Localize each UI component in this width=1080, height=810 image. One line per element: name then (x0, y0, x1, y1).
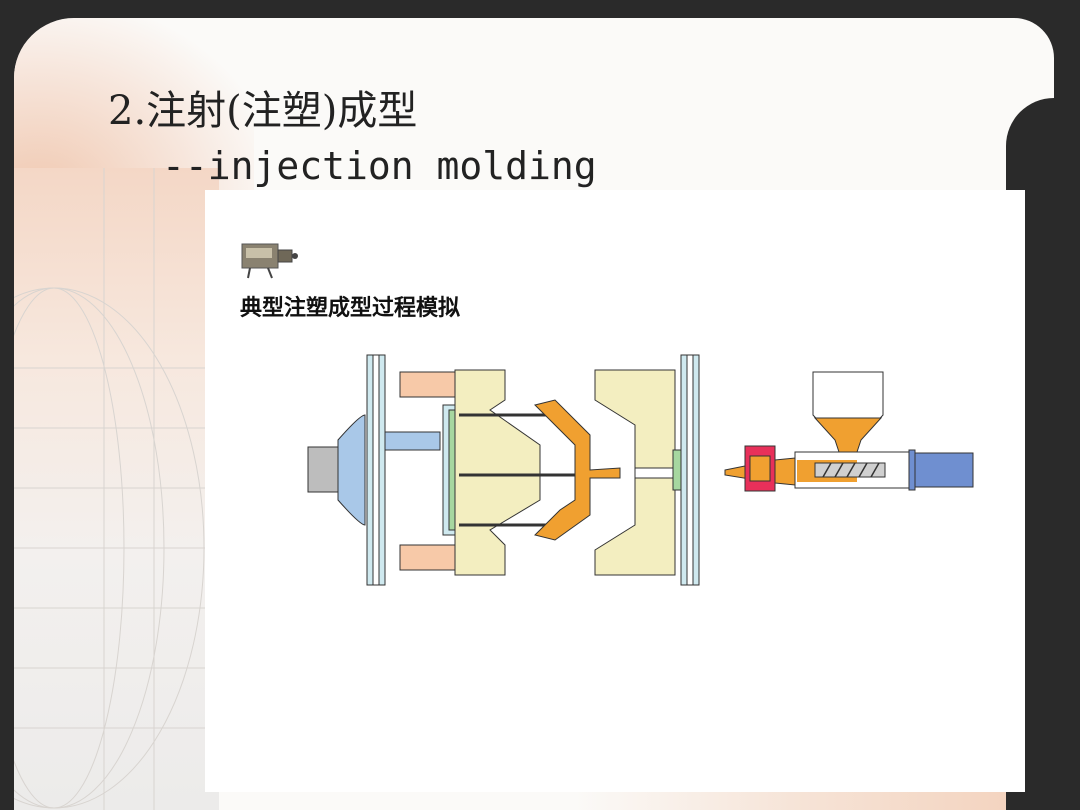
molded-part (534, 399, 621, 541)
moving-mold-half (454, 369, 541, 576)
injection-molding-diagram (305, 350, 985, 594)
spacer-top (399, 371, 456, 398)
diagram-caption: 典型注塑成型过程模拟 (240, 296, 461, 321)
video-camera-icon[interactable] (240, 240, 300, 280)
slide-subtitle: --injection molding (162, 144, 597, 188)
sprue-bushing (672, 449, 682, 491)
screw (814, 462, 886, 478)
slide-title: 2.注射(注塑)成型 (108, 88, 418, 134)
clamp-rod (307, 446, 339, 493)
spacer-bottom (399, 544, 456, 571)
left-decoration (14, 168, 219, 810)
clamp-cylinder (337, 414, 366, 526)
injection-ram (914, 452, 974, 488)
